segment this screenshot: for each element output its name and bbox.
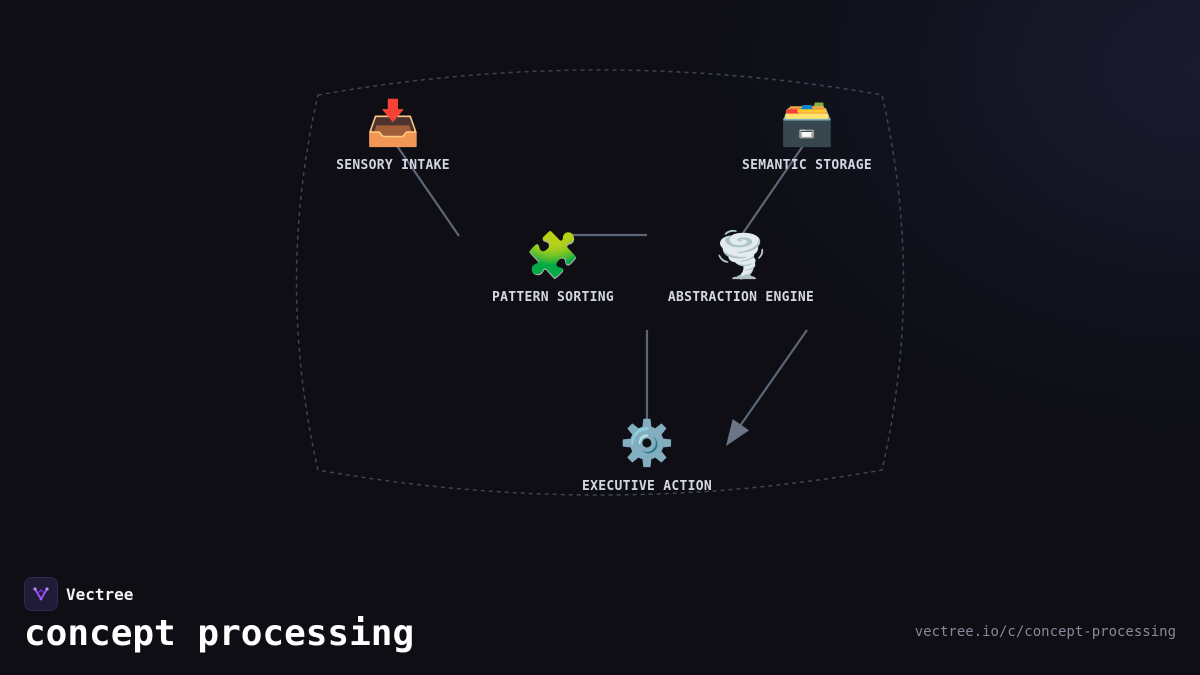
card-file-box-icon: 🗃️ [780,98,835,149]
page-title: concept processing [24,613,415,654]
tornado-icon: 🌪️ [714,228,769,281]
gear-icon: ⚙️ [620,418,675,469]
node-pattern-sorting[interactable]: 🧩 PATTERN SORTING [492,230,614,305]
edge-sensory-intake-to-pattern-sorting [392,139,460,237]
node-abstraction-engine[interactable]: 🌪️ ABSTRACTION ENGINE [668,228,814,305]
node-label-semantic-storage: SEMANTIC STORAGE [742,158,872,173]
edges-layer [392,139,808,446]
nodes-layer: 📥 SENSORY INTAKE 🗃️ SEMANTIC STORAGE 🧩 PATTER… [336,98,872,494]
edge-semantic-storage-to-abstraction-engine [740,139,808,237]
brand[interactable]: Vectree [24,577,133,611]
page-url[interactable]: vectree.io/c/concept-processing [914,624,1176,640]
node-sensory-intake[interactable]: 📥 SENSORY INTAKE [336,98,450,173]
brand-name: Vectree [66,584,134,604]
node-label-abstraction-engine: ABSTRACTION ENGINE [668,290,814,305]
boundary-outline [295,69,905,496]
vectree-logo-icon [24,577,58,611]
puzzle-piece-icon: 🧩 [526,230,581,281]
node-executive-action[interactable]: ⚙️ EXECUTIVE ACTION [582,418,712,494]
node-label-pattern-sorting: PATTERN SORTING [492,290,614,305]
node-semantic-storage[interactable]: 🗃️ SEMANTIC STORAGE [742,98,872,173]
edge-semantic-storage-to-executive-action [732,329,808,437]
inbox-tray-icon: 📥 [366,98,421,149]
node-label-executive-action: EXECUTIVE ACTION [582,479,712,494]
node-label-sensory-intake: SENSORY INTAKE [336,158,450,173]
arrowhead-executive-action [726,418,750,446]
